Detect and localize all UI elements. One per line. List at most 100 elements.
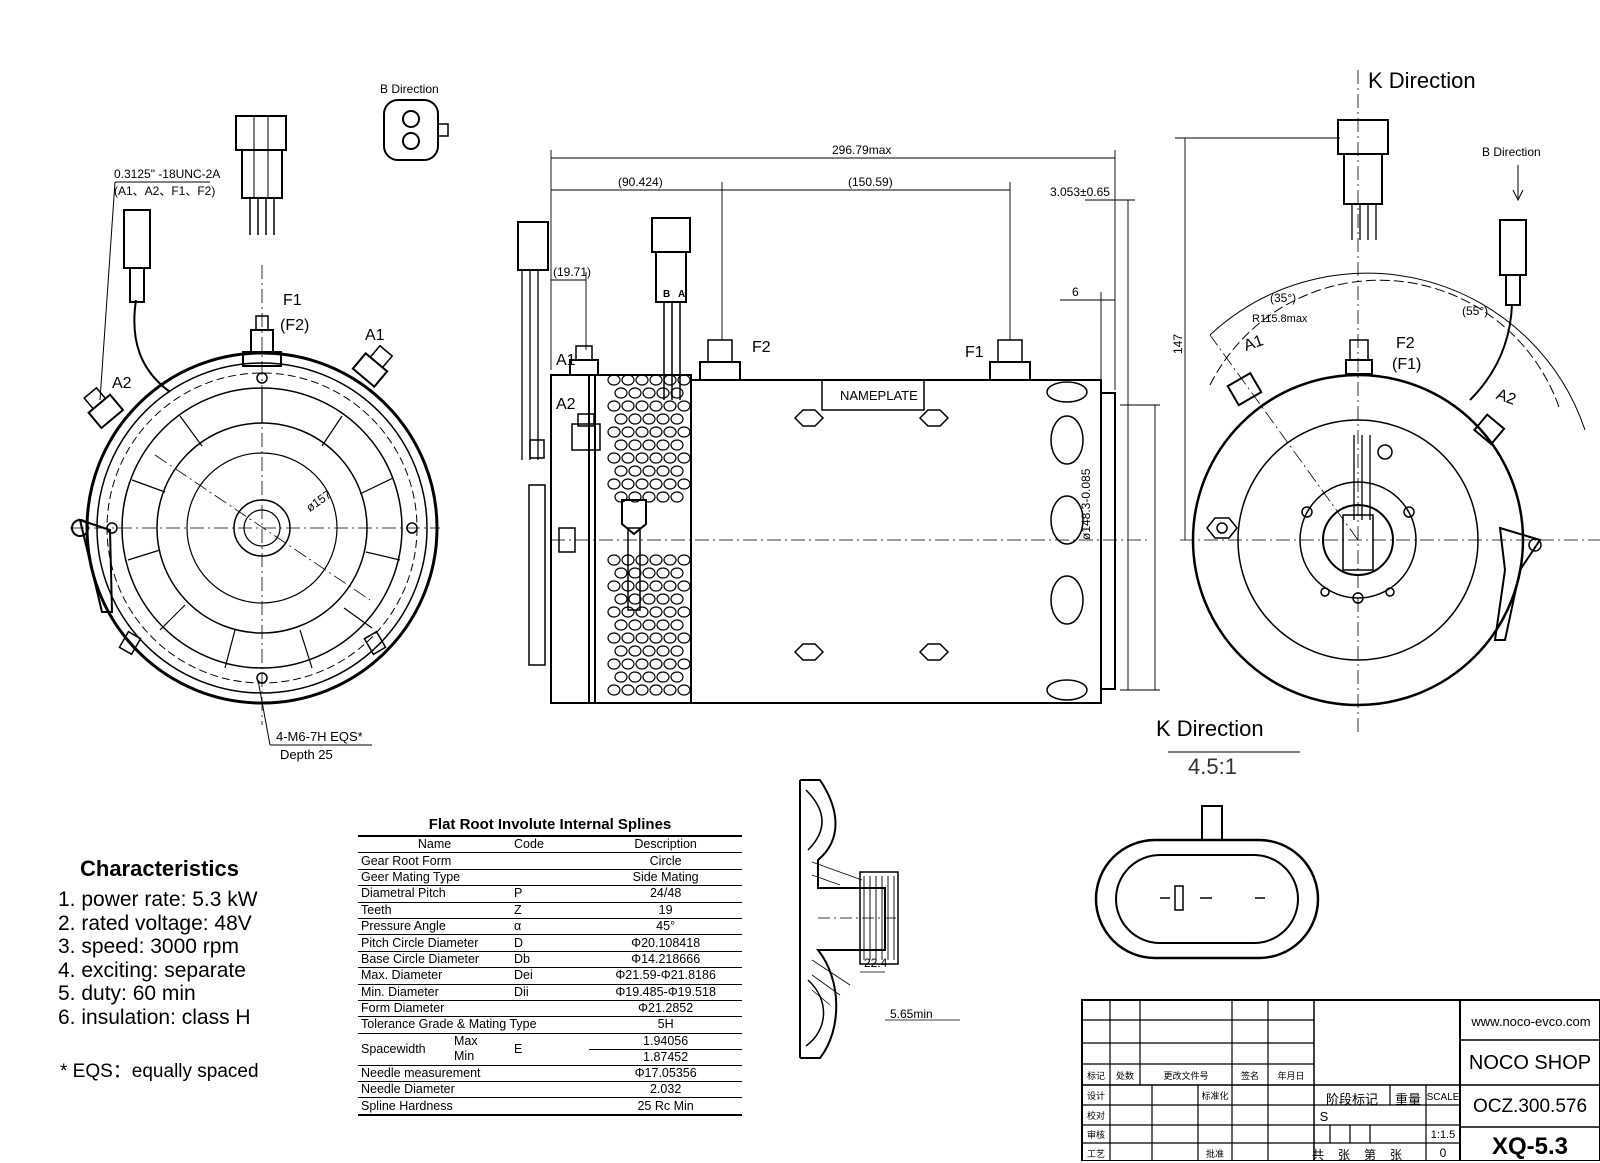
no-label: 第 xyxy=(1363,1148,1376,1162)
table-header-row: Name Code Description xyxy=(358,835,742,854)
cooling-hole xyxy=(621,684,635,696)
dim-22-label: 22.4 xyxy=(864,956,888,970)
f1-label-left: F1 xyxy=(283,292,302,309)
rev-col-mark: 标记 xyxy=(1086,1072,1105,1082)
cooling-hole xyxy=(635,658,649,670)
header-name: Name xyxy=(358,835,512,854)
side-view xyxy=(517,150,1160,704)
nameplate-label: NAMEPLATE xyxy=(840,388,918,403)
cooling-hole xyxy=(607,580,621,592)
sheet-label: 张 xyxy=(1337,1148,1350,1162)
scale-label: SCALE xyxy=(1426,1092,1460,1103)
cooling-hole xyxy=(607,554,621,566)
cooling-hole xyxy=(670,671,684,683)
cooling-hole xyxy=(663,478,677,490)
spacewidth-min-label: Min xyxy=(454,1048,475,1063)
cooling-hole xyxy=(635,478,649,490)
cell-code: P xyxy=(511,885,590,903)
cooling-hole xyxy=(635,632,649,644)
cell-description: Side Mating xyxy=(589,869,742,887)
spline-table-title: Flat Root Involute Internal Splines xyxy=(428,816,672,833)
cell-name: Min. Diameter xyxy=(358,984,512,1001)
cell-name: Tolerance Grade & Mating Type xyxy=(358,1016,590,1034)
right-end-view xyxy=(1175,70,1600,735)
cell-description: 25 Rc Min xyxy=(589,1097,742,1116)
cooling-hole xyxy=(656,567,670,579)
cooling-hole xyxy=(607,452,621,464)
cooling-hole xyxy=(635,452,649,464)
total-label: 共 xyxy=(1311,1148,1324,1162)
weight-label: 重量 xyxy=(1394,1093,1421,1108)
cooling-hole xyxy=(607,426,621,438)
cooling-hole xyxy=(614,593,628,605)
characteristic-item: 2. rated voltage: 48V xyxy=(58,911,252,935)
cell-name: Base Circle Diameter xyxy=(358,951,512,969)
spacewidth-max-value: 1.94056 xyxy=(589,1034,742,1050)
cell-description: Φ21.59-Φ21.8186 xyxy=(589,967,742,985)
rev-col-sign: 签名 xyxy=(1240,1072,1259,1082)
cooling-hole xyxy=(621,374,635,386)
cooling-hole xyxy=(670,465,684,477)
cell-name: Pressure Angle xyxy=(358,918,512,936)
cooling-hole xyxy=(635,400,649,412)
website-label: www.noco-evco.com xyxy=(1471,1014,1591,1029)
cell-description: Φ19.485-Φ19.518 xyxy=(589,984,742,1001)
stage-mark-label: 阶段标记 xyxy=(1325,1093,1378,1108)
dim-19-label: (19.71) xyxy=(553,265,592,279)
cell-name: Diametral Pitch xyxy=(358,885,512,903)
cooling-hole xyxy=(621,452,635,464)
cell-code: Db xyxy=(511,951,590,969)
cooling-hole xyxy=(642,645,656,657)
role-review: 审核 xyxy=(1086,1131,1105,1141)
cooling-hole xyxy=(607,632,621,644)
approve-label: 批准 xyxy=(1205,1150,1224,1160)
cooling-hole xyxy=(677,580,691,592)
model-label: XQ-5.3 xyxy=(1491,1133,1569,1160)
cooling-hole xyxy=(663,580,677,592)
cell-name: Max. Diameter xyxy=(358,967,512,985)
cooling-hole xyxy=(649,632,663,644)
cell-description: 2.032 xyxy=(589,1081,742,1099)
left-end-view xyxy=(70,99,449,746)
cooling-hole xyxy=(607,478,621,490)
dim-6-label: 6 xyxy=(1072,285,1079,299)
cooling-hole xyxy=(670,645,684,657)
k-detail xyxy=(1094,751,1320,960)
spacewidth-max-label: Max xyxy=(454,1033,478,1048)
cooling-hole xyxy=(621,426,635,438)
cooling-hole xyxy=(656,465,670,477)
rev-col-date: 年月日 xyxy=(1277,1072,1305,1082)
cooling-hole xyxy=(642,439,656,451)
cooling-hole xyxy=(614,465,628,477)
cooling-hole xyxy=(642,619,656,631)
cooling-hole xyxy=(635,426,649,438)
cooling-hole xyxy=(663,452,677,464)
cell-description: Φ14.218666 xyxy=(589,951,742,969)
cooling-hole xyxy=(628,439,642,451)
cooling-hole xyxy=(614,645,628,657)
cell-description: Circle xyxy=(589,852,742,870)
cooling-hole xyxy=(642,491,656,503)
depth-label: Depth 25 xyxy=(280,747,333,762)
cooling-hole xyxy=(628,413,642,425)
k-detail-scale: 4.5:1 xyxy=(1188,754,1237,779)
cooling-hole xyxy=(649,478,663,490)
cooling-hole xyxy=(649,658,663,670)
characteristic-item: 1. power rate: 5.3 kW xyxy=(58,888,258,911)
title-block: www.noco-evco.com NOCO SHOP OCZ.300.576 … xyxy=(1082,1000,1600,1162)
cooling-hole xyxy=(607,658,621,670)
cell-code: Dei xyxy=(511,967,590,985)
cooling-hole xyxy=(649,606,663,618)
cell-description: 24/48 xyxy=(589,885,742,903)
cooling-hole xyxy=(607,400,621,412)
dim-3-label: 3.053±0.65 xyxy=(1050,185,1110,199)
cell-spacewidth-values: 1.94056 1.87452 xyxy=(589,1033,742,1066)
